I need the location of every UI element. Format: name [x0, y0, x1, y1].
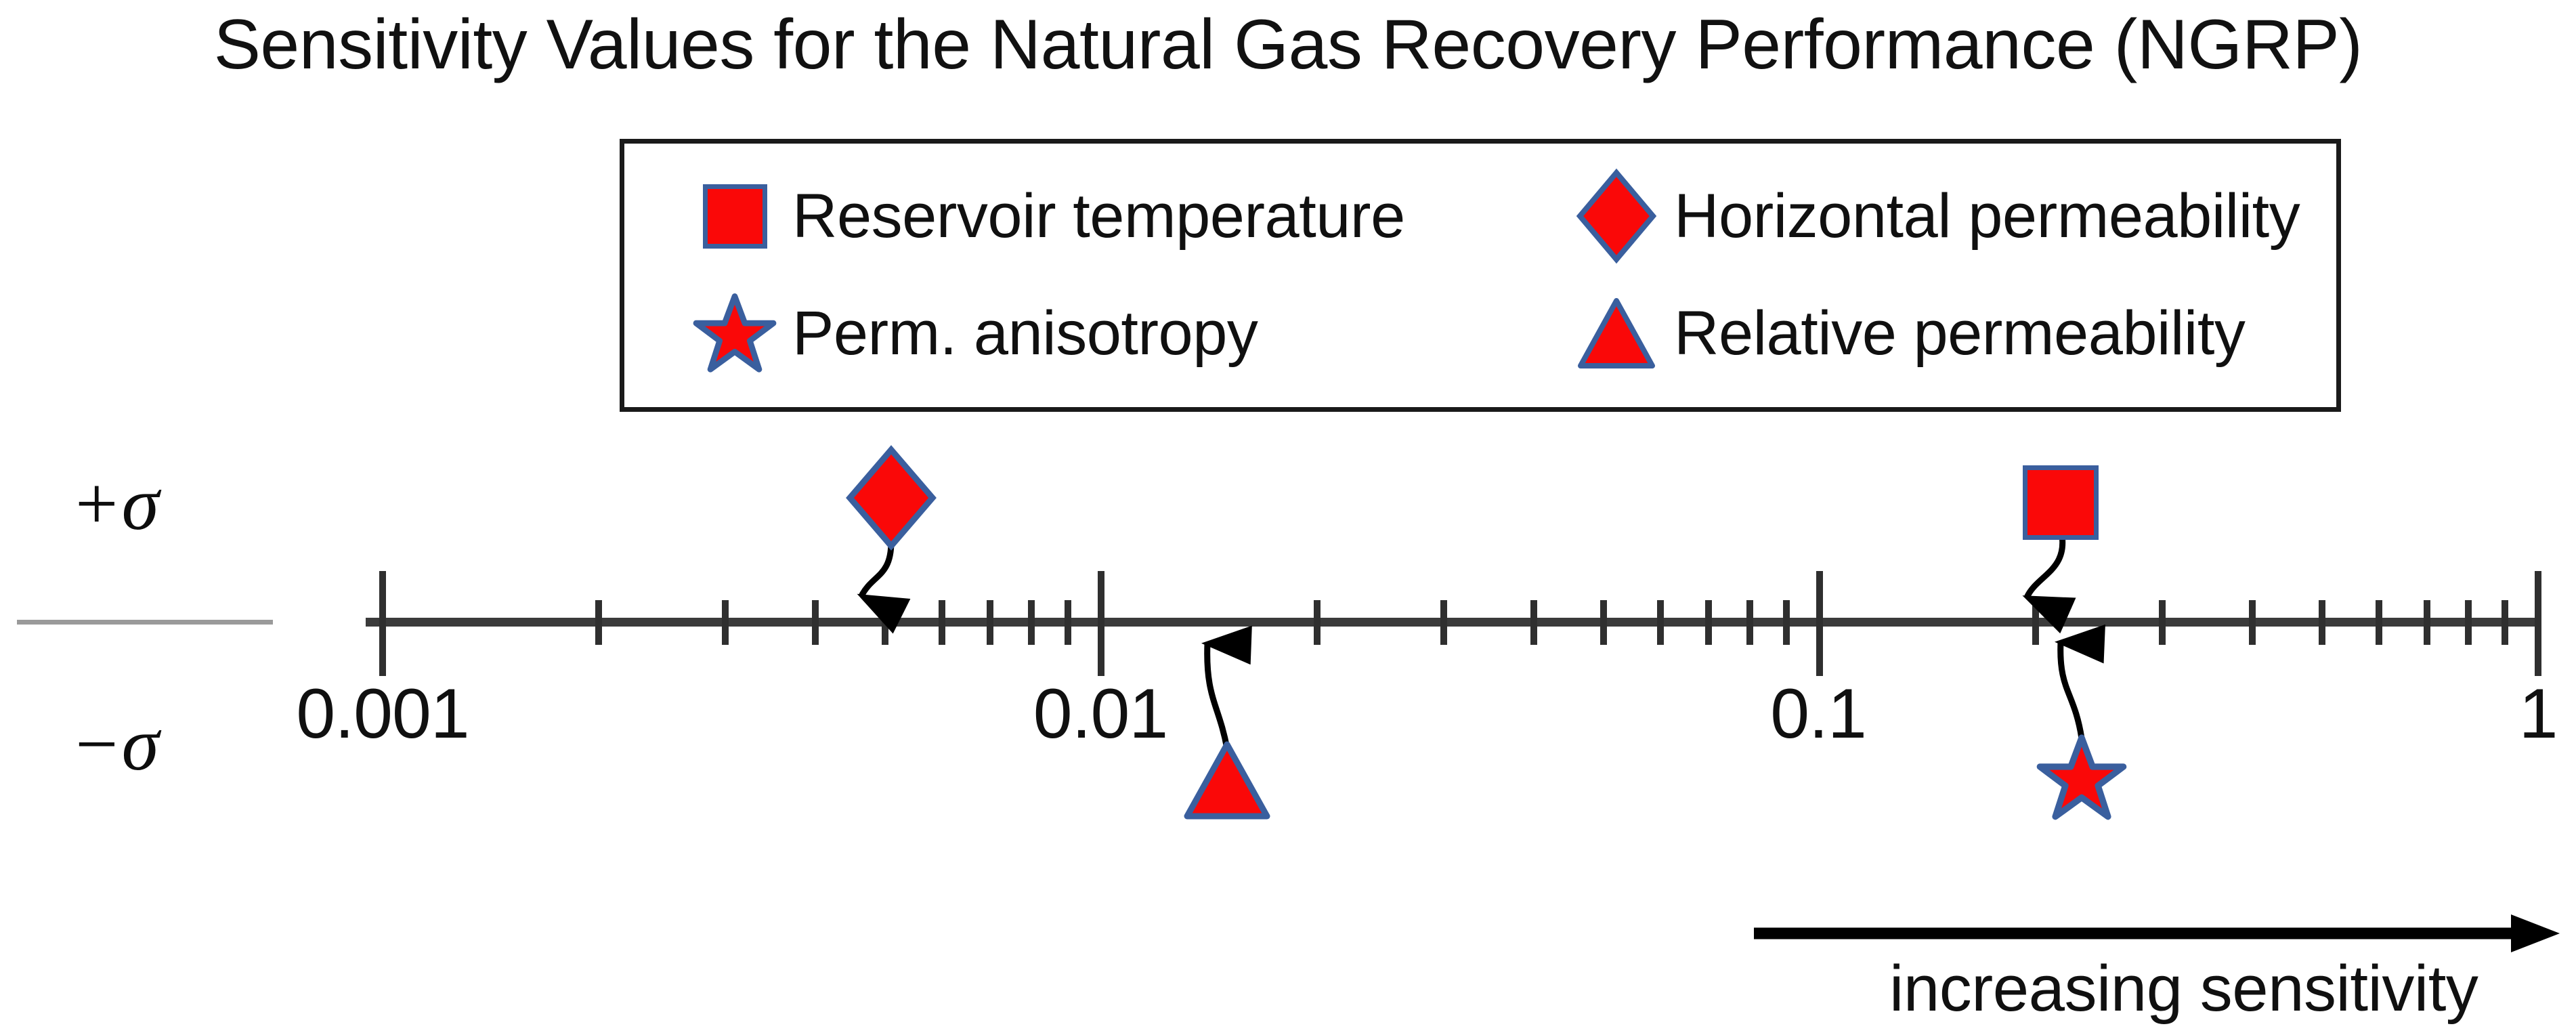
- axis-minor-tick: [938, 600, 945, 645]
- axis-major-tick: [1816, 571, 1823, 676]
- legend-item-reservoir-temperature[interactable]: Reservoir temperature: [677, 165, 1530, 267]
- axis-tick-label-3: 1: [2518, 675, 2558, 753]
- baseline-gray-line: [17, 620, 273, 625]
- axis-minor-tick: [2159, 600, 2166, 645]
- axis-minor-tick: [1314, 600, 1321, 645]
- axis-minor-tick: [2423, 600, 2430, 645]
- datapoint-perm-anisotropy[interactable]: [2036, 734, 2127, 822]
- connector-horizontal-permeability: [857, 541, 911, 634]
- axis-minor-tick: [1704, 600, 1712, 645]
- axis-minor-tick: [1746, 600, 1754, 645]
- axis-minor-tick: [2502, 600, 2509, 645]
- legend-item-label: Relative permeability: [1674, 298, 2246, 368]
- legend-item-label: Perm. anisotropy: [792, 298, 1258, 368]
- legend-item-perm-anisotropy[interactable]: Perm. anisotropy: [677, 282, 1530, 384]
- datapoint-relative-permeability[interactable]: [1183, 740, 1271, 820]
- axis-minor-tick: [2465, 600, 2472, 645]
- axis-minor-tick: [595, 600, 603, 645]
- sigma-minus-label: −σ: [70, 702, 159, 786]
- axis-major-tick: [379, 571, 386, 676]
- legend-box: Reservoir temperature Horizontal permeab…: [620, 139, 2341, 412]
- axis-minor-tick: [722, 600, 729, 645]
- axis-minor-tick: [1656, 600, 1664, 645]
- increasing-sensitivity-arrow-icon: [1754, 914, 2560, 952]
- connector-relative-permeability: [1201, 625, 1252, 749]
- star-marker-icon: [677, 293, 792, 374]
- axis-minor-tick: [1065, 600, 1072, 645]
- axis-minor-tick: [1028, 600, 1035, 645]
- axis-minor-tick: [1600, 600, 1607, 645]
- axis-minor-tick: [986, 600, 993, 645]
- axis-minor-tick: [2032, 600, 2040, 645]
- axis-major-tick: [2535, 571, 2541, 676]
- increasing-sensitivity-label: increasing sensitivity: [1889, 952, 2478, 1025]
- page-title: Sensitivity Values for the Natural Gas R…: [213, 5, 2363, 84]
- axis-minor-tick: [881, 600, 888, 645]
- axis-minor-tick: [811, 600, 819, 645]
- datapoint-horizontal-permeability[interactable]: [846, 445, 937, 551]
- axis-tick-label-0: 0.001: [296, 675, 469, 753]
- axis-minor-tick: [2375, 600, 2382, 645]
- legend-item-relative-permeability[interactable]: Relative permeability: [1559, 282, 2331, 384]
- axis-tick-label-1: 0.01: [1033, 675, 1168, 753]
- axis-minor-tick: [2318, 600, 2325, 645]
- sigma-plus-label: +σ: [70, 462, 159, 546]
- legend-item-horizontal-permeability[interactable]: Horizontal permeability: [1559, 165, 2331, 267]
- axis-minor-tick: [1440, 600, 1448, 645]
- legend-item-label: Horizontal permeability: [1674, 181, 2300, 251]
- diamond-marker-icon: [1559, 168, 1674, 264]
- x-axis-line: [366, 618, 2541, 627]
- legend-item-label: Reservoir temperature: [792, 181, 1405, 251]
- axis-minor-tick: [1783, 600, 1790, 645]
- triangle-marker-icon: [1559, 297, 1674, 370]
- axis-minor-tick: [2248, 600, 2256, 645]
- axis-major-tick: [1098, 571, 1104, 676]
- square-marker-icon: [677, 184, 792, 249]
- datapoint-reservoir-temperature[interactable]: [2023, 465, 2099, 540]
- axis-minor-tick: [1530, 600, 1537, 645]
- connector-perm-anisotropy: [2055, 624, 2105, 739]
- axis-tick-label-2: 0.1: [1770, 675, 1867, 753]
